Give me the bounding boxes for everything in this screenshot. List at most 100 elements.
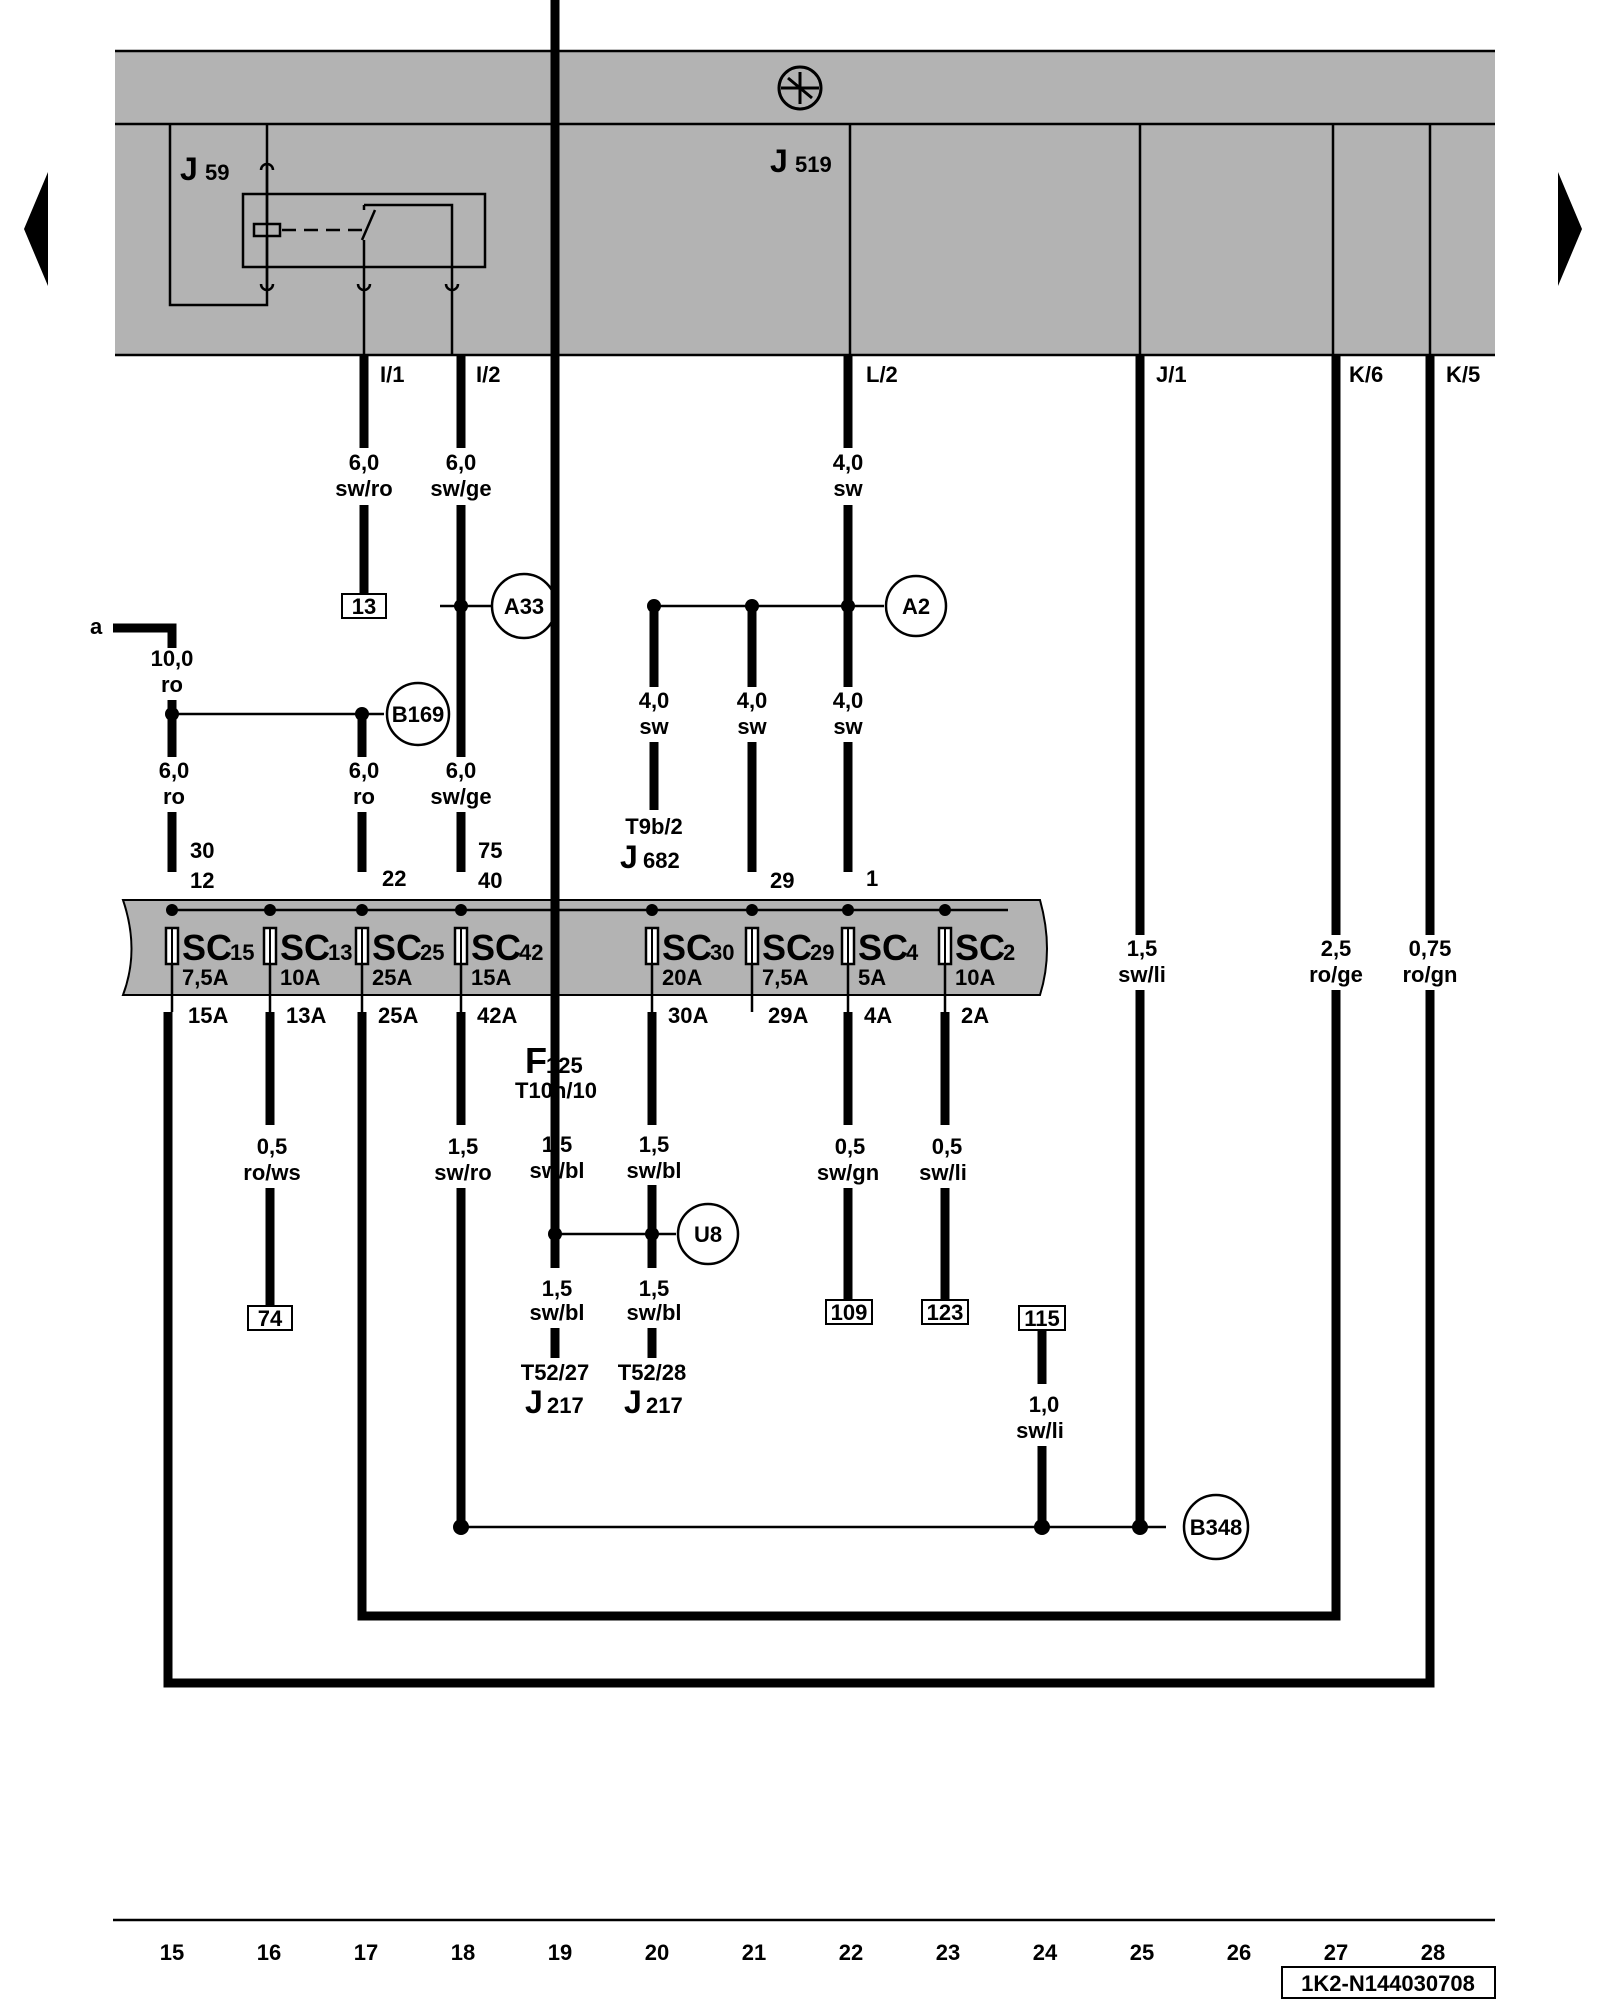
pin-75: 75 xyxy=(478,838,502,863)
fuse-name: SC xyxy=(471,927,521,968)
fuse-output-pin: 42A xyxy=(477,1003,517,1028)
relay-j59-symbol xyxy=(168,124,487,355)
fuse-number: 15 xyxy=(230,940,254,965)
wire-28-size: 0,75 xyxy=(1409,936,1452,961)
fuse-node xyxy=(939,904,951,916)
wire-l2-color: sw xyxy=(833,476,863,501)
node-a33 xyxy=(454,599,468,613)
terminal-i2: I/2 xyxy=(476,362,500,387)
fuse-name: SC xyxy=(955,927,1005,968)
fuse-output-pin: 4A xyxy=(864,1003,892,1028)
fuse-block xyxy=(121,899,1048,996)
wire-k6-lower xyxy=(357,990,1341,1621)
wire-20a-size: 1,5 xyxy=(639,1132,670,1157)
ref-box-109 xyxy=(825,1299,873,1325)
wire-22c-size: 0,5 xyxy=(835,1134,866,1159)
fuse-name: SC xyxy=(182,927,232,968)
pin-30: 30 xyxy=(190,838,214,863)
connector-b169: B169 xyxy=(392,702,445,727)
fuse-name: SC xyxy=(858,927,908,968)
connector-b348: B348 xyxy=(1190,1515,1243,1540)
wire-28-color: ro/gn xyxy=(1403,962,1458,987)
wire-27-size: 2,5 xyxy=(1321,936,1352,961)
document-id-box xyxy=(1281,1966,1496,1999)
fuse-node xyxy=(842,904,854,916)
node-a2-22 xyxy=(841,599,855,613)
previous-page-arrow-icon[interactable] xyxy=(24,172,48,286)
node-u8-20 xyxy=(645,1227,659,1241)
terminal-j1: J/1 xyxy=(1156,362,1187,387)
grid-number: 28 xyxy=(1421,1940,1445,1965)
ref-109: 109 xyxy=(831,1300,868,1325)
fuse-node xyxy=(646,904,658,916)
wire-21-size: 4,0 xyxy=(737,688,768,713)
fuse-rating: 10A xyxy=(955,965,995,990)
wire-19b-color: sw/bl xyxy=(529,1300,584,1325)
fuse-node xyxy=(264,904,276,916)
wire-15-size: 6,0 xyxy=(159,758,190,783)
wire-21-color: sw xyxy=(737,714,767,739)
wire-i2-size: 6,0 xyxy=(446,450,477,475)
grid-number: 22 xyxy=(839,1940,863,1965)
node-b348-18 xyxy=(453,1519,469,1535)
wire-l2-size: 4,0 xyxy=(833,450,864,475)
wire-22c-color: sw/gn xyxy=(817,1160,879,1185)
control-unit-j519-number: 519 xyxy=(795,152,832,177)
relay-j59-number: 59 xyxy=(205,160,229,185)
wire-20a-color: sw/bl xyxy=(626,1158,681,1183)
node-u8-19 xyxy=(548,1227,562,1241)
document-id: 1K2-N144030708 xyxy=(1301,1971,1475,1996)
fuse-rating: 10A xyxy=(280,965,320,990)
wire-16-color: ro/ws xyxy=(243,1160,300,1185)
connector-b169-circle xyxy=(385,681,451,747)
wire-23-color: sw/li xyxy=(919,1160,967,1185)
wire-20-size: 4,0 xyxy=(639,688,670,713)
wire-a-size: 10,0 xyxy=(151,646,194,671)
fuse-node xyxy=(166,904,178,916)
grid-number: 19 xyxy=(548,1940,572,1965)
fuse-rating: 7,5A xyxy=(182,965,229,990)
j217b-number: 217 xyxy=(646,1393,683,1418)
wire-18b-color: sw/ge xyxy=(430,784,491,809)
fuse-number: 4 xyxy=(906,940,919,965)
ref-123: 123 xyxy=(927,1300,964,1325)
terminal-l2: L/2 xyxy=(866,362,898,387)
fuse-node xyxy=(746,904,758,916)
fuse-output-pin: 30A xyxy=(668,1003,708,1028)
fuse-name: SC xyxy=(280,927,330,968)
grid-number: 20 xyxy=(645,1940,669,1965)
fuse-rating: 15A xyxy=(471,965,511,990)
connector-a2-circle xyxy=(884,574,948,638)
grid-number: 16 xyxy=(257,1940,281,1965)
fuse-output-pin: 13A xyxy=(286,1003,326,1028)
fuse-name: SC xyxy=(372,927,422,968)
control-unit-symbol-icon xyxy=(777,65,823,111)
fuse-output-pin: 2A xyxy=(961,1003,989,1028)
fuse-number: 29 xyxy=(810,940,834,965)
wire-20b-color: sw/bl xyxy=(626,1300,681,1325)
grid-number: 21 xyxy=(742,1940,766,1965)
wire-k5-lower xyxy=(163,990,1435,1688)
fuse-number: 25 xyxy=(420,940,444,965)
pin-22: 22 xyxy=(382,866,406,891)
wire-24-color: sw/li xyxy=(1016,1418,1064,1443)
terminal-i1: I/1 xyxy=(380,362,404,387)
terminal-k5: K/5 xyxy=(1446,362,1480,387)
wire-22b-color: sw xyxy=(833,714,863,739)
fuse-rating: 20A xyxy=(662,965,702,990)
j217b-letter: J xyxy=(624,1384,642,1420)
wire-18c-size: 1,5 xyxy=(448,1134,479,1159)
fuse-name: SC xyxy=(762,927,812,968)
wire-i2-color: sw/ge xyxy=(430,476,491,501)
fuse-layer: SC157,5A15ASC1310A13ASC2525A25ASC4215A42… xyxy=(164,904,1015,1028)
next-page-arrow-icon[interactable] xyxy=(1558,172,1582,286)
